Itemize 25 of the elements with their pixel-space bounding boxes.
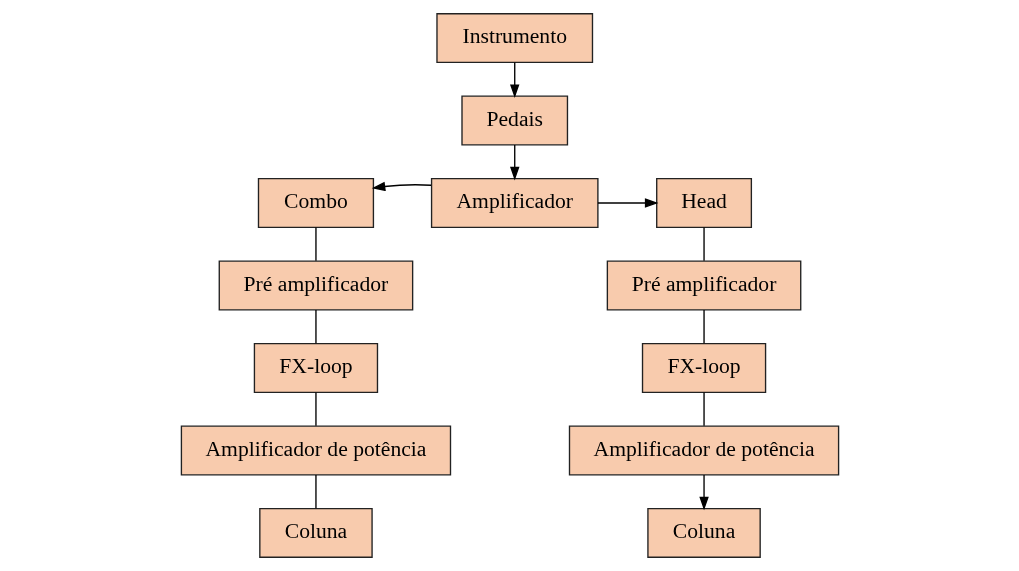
node-box: FX-loop — [641, 342, 766, 393]
node-box: Coluna — [258, 507, 373, 558]
connector — [314, 474, 317, 509]
connector — [314, 309, 317, 344]
arrow — [509, 61, 519, 98]
node-box: Coluna — [646, 507, 761, 558]
node-box: Pré amplificador — [606, 260, 801, 311]
node-box: FX-loop — [253, 342, 378, 393]
connector — [702, 226, 705, 262]
connector — [702, 391, 705, 427]
arrow — [371, 181, 432, 192]
node-box: Instrumento — [435, 13, 593, 64]
node-box: Head — [655, 178, 752, 229]
node-box: Pedais — [460, 95, 568, 146]
arrow — [596, 198, 658, 208]
node-box: Amplificador de potência — [180, 425, 451, 476]
node-box: Pré amplificador — [218, 260, 413, 311]
connector — [314, 391, 317, 427]
connector — [702, 309, 705, 344]
arrow — [698, 474, 709, 511]
node-box: Amplificador — [430, 178, 599, 229]
connector — [314, 226, 317, 262]
node-box: Amplificador de potência — [568, 425, 839, 476]
arrow — [509, 144, 519, 181]
node-box: Combo — [257, 178, 374, 229]
